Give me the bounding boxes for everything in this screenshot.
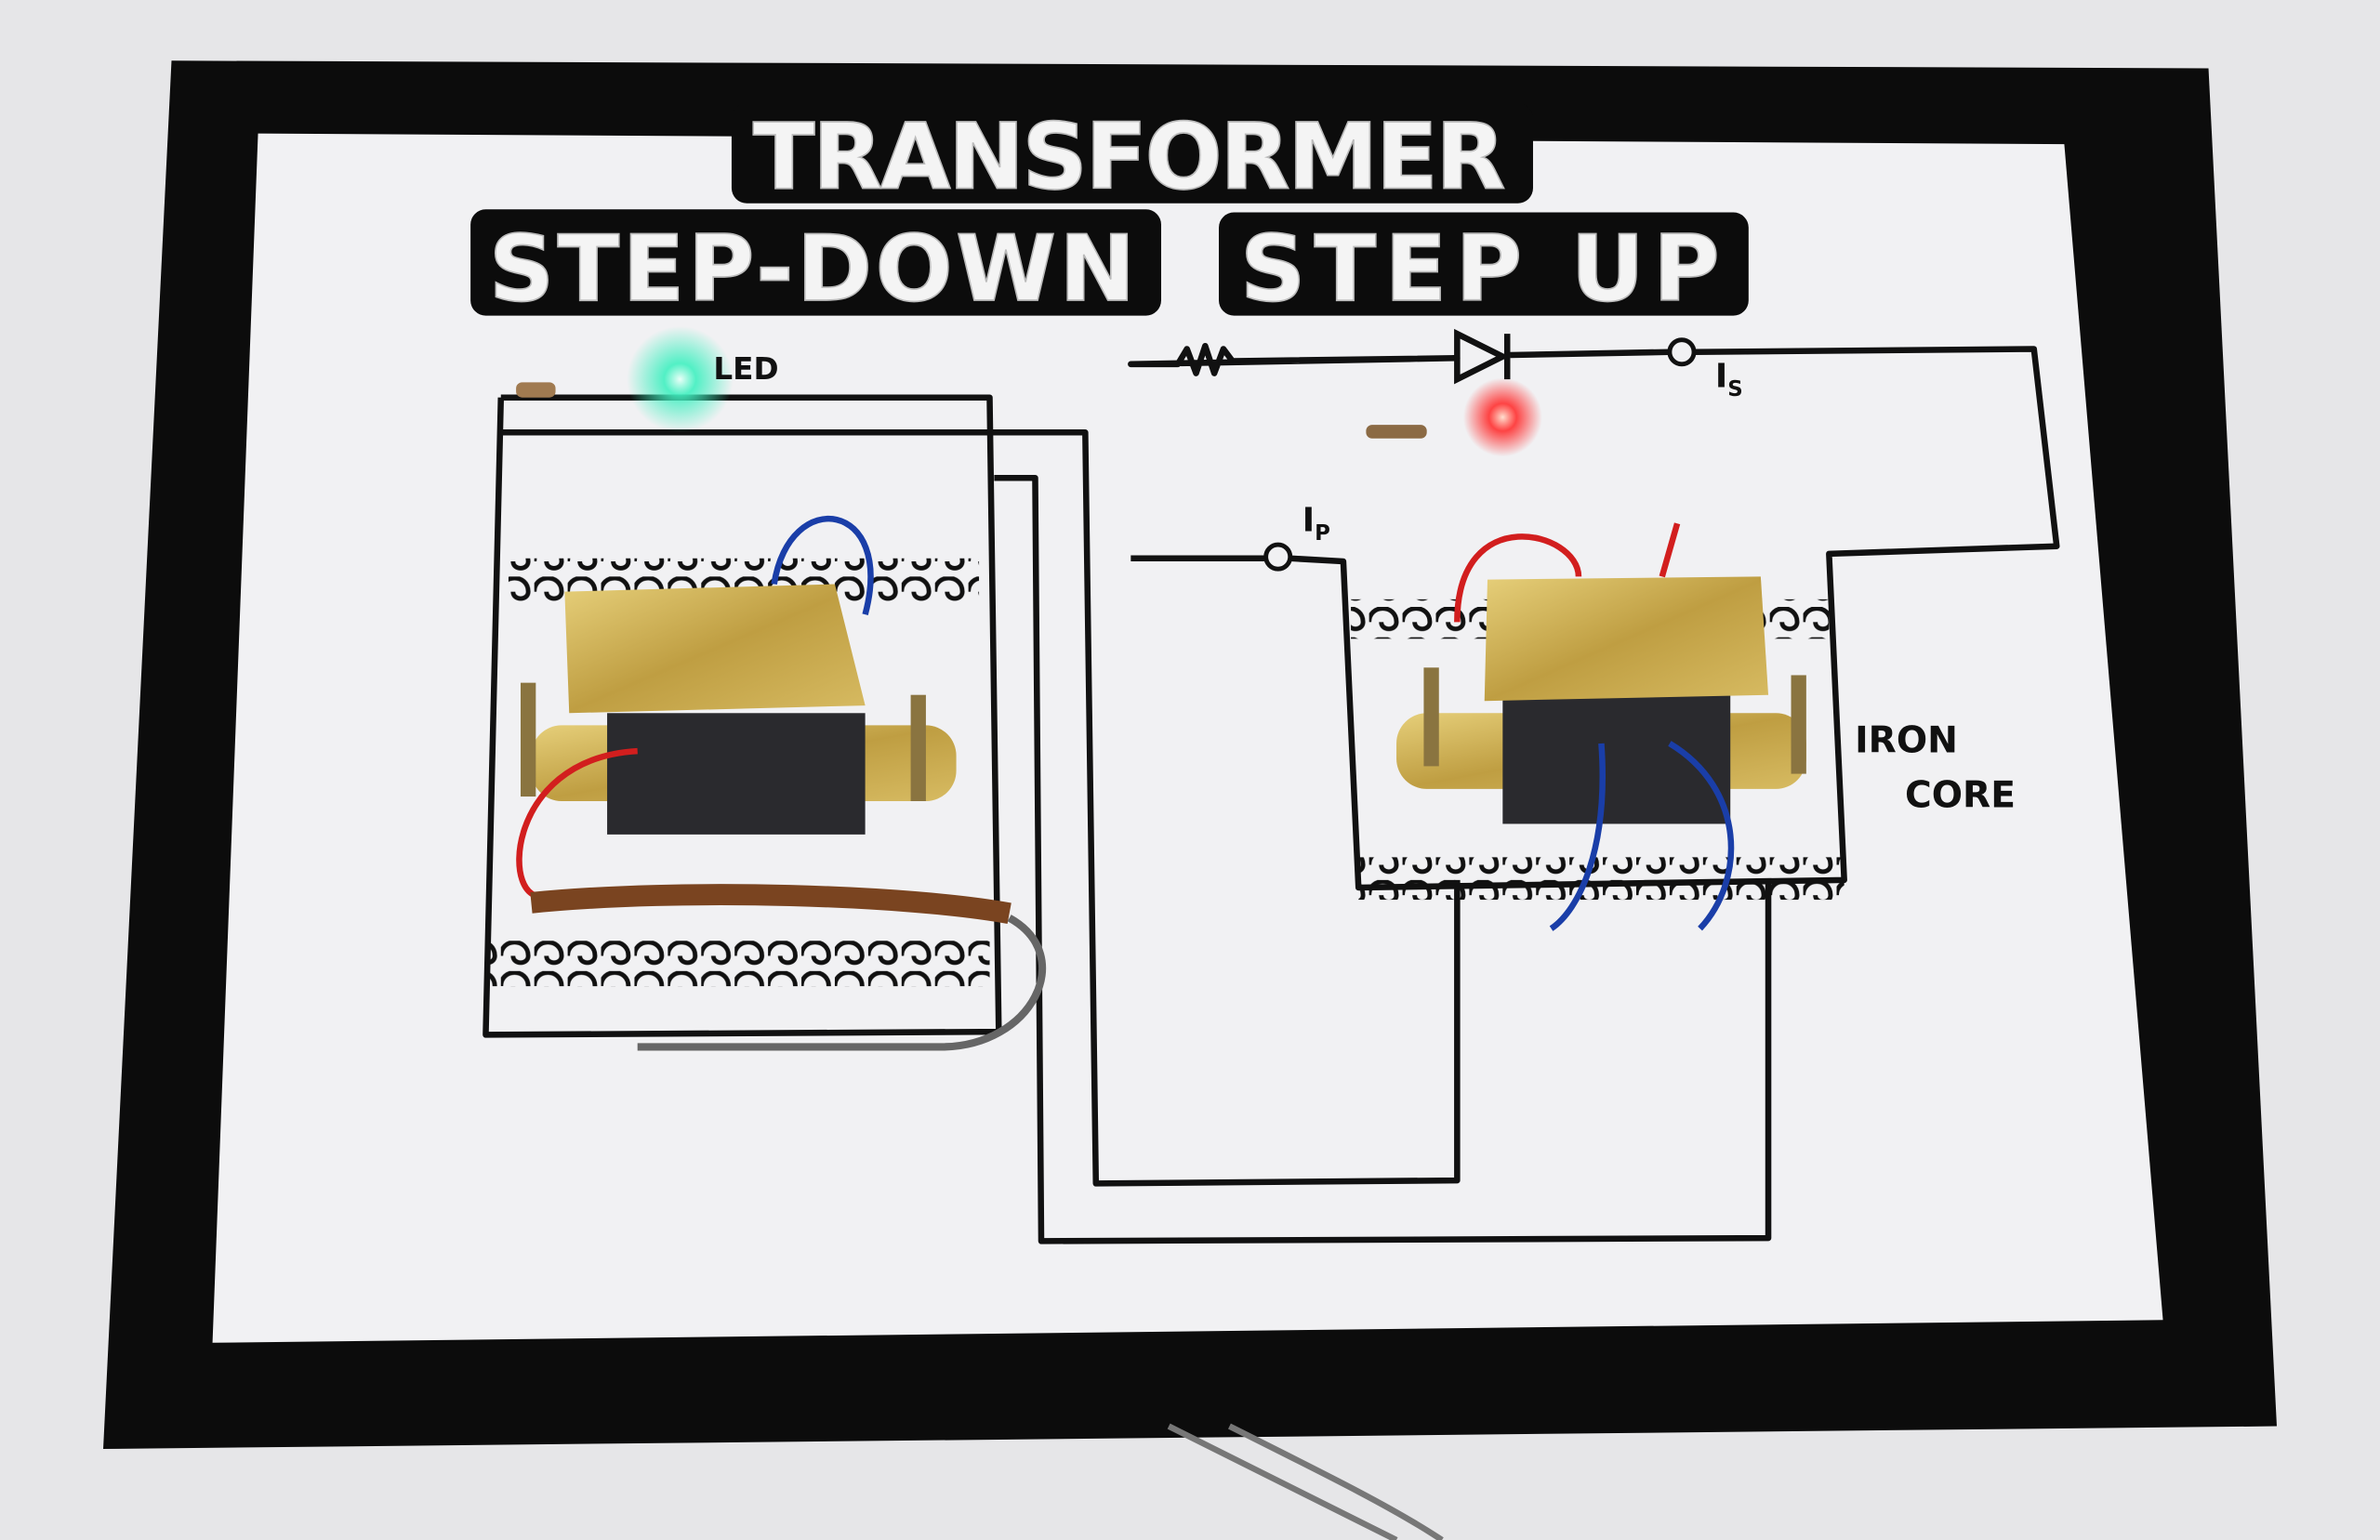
step-up-transformer [1396, 522, 1806, 931]
diode-symbol [1454, 328, 1510, 385]
paper-sheet [212, 133, 2163, 1343]
primary-coil-right [1351, 599, 1488, 639]
secondary-terminal [1667, 337, 1697, 367]
title-text: TRANSFORMER [753, 104, 1512, 210]
step-up-heading: STEP UP [1240, 217, 1726, 322]
title-banner: TRANSFORMER [731, 103, 1533, 211]
iron-label: IRON [1855, 720, 1958, 762]
led-label: LED [713, 351, 778, 387]
primary-terminal [1263, 542, 1293, 572]
resistor-left [516, 382, 556, 398]
is-label: IS [1715, 357, 1743, 401]
secondary-coil-right [1358, 857, 1844, 901]
ip-label: IP [1302, 501, 1330, 546]
step-up-banner: STEP UP [1219, 212, 1749, 323]
resistor-right [1366, 425, 1427, 439]
red-led [1462, 377, 1542, 457]
core-label: CORE [1905, 774, 2016, 816]
green-led [627, 325, 734, 433]
power-cable [1167, 1423, 1444, 1540]
step-down-heading: STEP-DOWN [489, 217, 1142, 322]
secondary-coil-left [488, 941, 990, 987]
step-down-banner: STEP-DOWN [470, 209, 1161, 323]
step-up-circuit: IP IS IRON CORE [1128, 328, 2060, 901]
step-down-transformer [516, 516, 1047, 1051]
